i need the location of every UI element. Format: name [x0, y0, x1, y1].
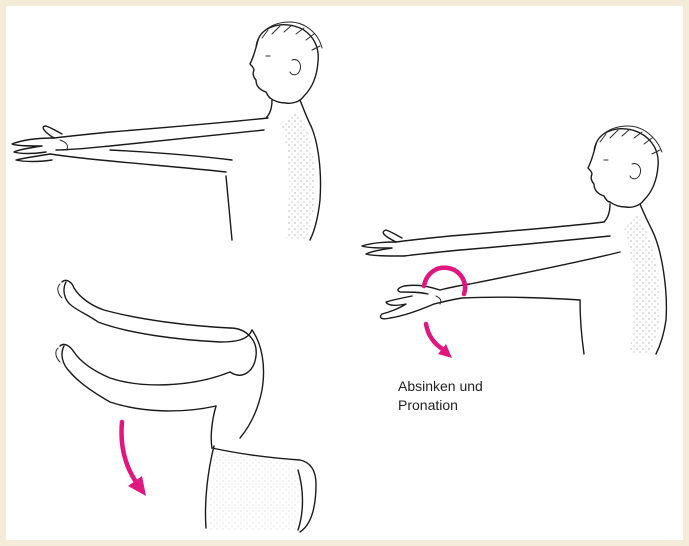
pronation-arrow-icon	[424, 268, 465, 294]
caption: Absinken und Pronation	[398, 377, 483, 415]
legs-drop-arrow-icon	[122, 422, 136, 482]
figure-legs-raised	[56, 280, 316, 532]
legs-drop-arrowhead-icon	[128, 476, 146, 496]
caption-line-1: Absinken und	[398, 377, 483, 396]
figure-arms-outstretched	[12, 22, 322, 240]
figure-pronator-drift	[362, 126, 666, 354]
drift-arrow-icon	[426, 324, 444, 350]
caption-line-2: Pronation	[398, 396, 483, 415]
